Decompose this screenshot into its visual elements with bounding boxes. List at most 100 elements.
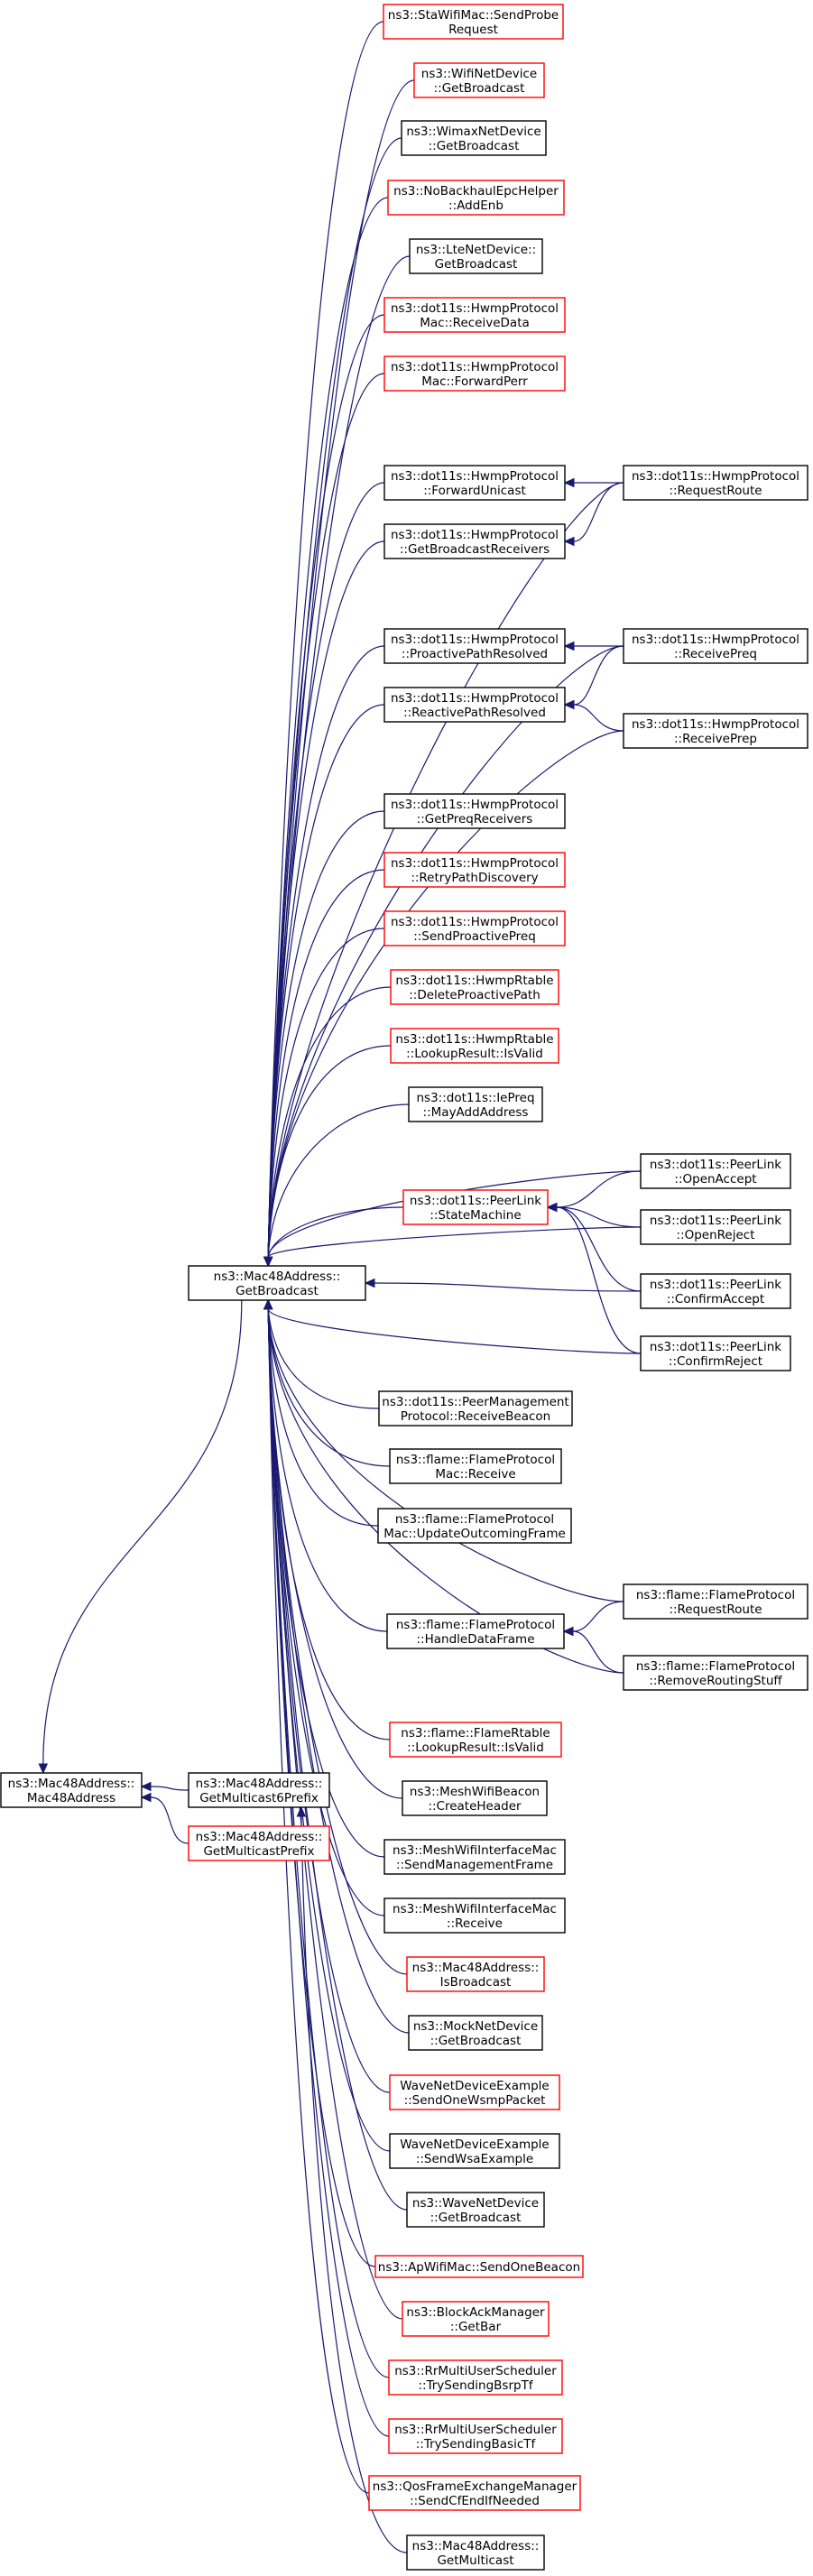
edge-line [267, 137, 402, 1258]
node-box [383, 465, 566, 501]
node-box [623, 628, 808, 664]
node-getBroadcast[interactable]: ns3::Mac48Address::GetBroadcast [188, 1265, 366, 1301]
edge-line [42, 1299, 243, 1765]
node-blockAckGetBar[interactable]: ns3::BlockAckManager::GetBar [402, 2301, 550, 2337]
node-peerLinkOpenAccept[interactable]: ns3::dot11s::PeerLink::OpenAccept [640, 1153, 791, 1189]
node-noBackhaulAddEnb[interactable]: ns3::NoBackhaulEpcHelper::AddEnb [387, 180, 565, 216]
node-flameRtableLookupIsValid[interactable]: ns3::flame::FlameRtable::LookupResult::I… [389, 1722, 562, 1758]
node-flameMacUpdateOutgoing[interactable]: ns3::flame::FlameProtocolMac::UpdateOutc… [377, 1508, 572, 1544]
node-label-line: ::SendCfEndIfNeeded [410, 2494, 540, 2508]
edge-arrowhead [263, 1298, 273, 1310]
node-wimaxGetBroadcast[interactable]: ns3::WimaxNetDevice::GetBroadcast [401, 120, 547, 156]
node-box [368, 2475, 581, 2511]
node-label-line: ::StateMachine [430, 1208, 521, 1223]
edge-line [267, 1308, 390, 2437]
node-hwmpRtableLookupIsValid[interactable]: ns3::dot11s::HwmpRtable::LookupResult::I… [390, 1028, 559, 1064]
node-label-line: ns3::Mac48Address:: [412, 2539, 540, 2553]
node-hwmpRequestRoute[interactable]: ns3::dot11s::HwmpProtocol::RequestRoute [623, 465, 808, 501]
node-label-line: ::SendOneWsmpPacket [404, 2093, 546, 2108]
node-hwmpMacForwardPerr[interactable]: ns3::dot11s::HwmpProtocolMac::ForwardPer… [383, 355, 566, 392]
node-box [383, 852, 566, 888]
node-peerLinkConfirmReject[interactable]: ns3::dot11s::PeerLink::ConfirmReject [640, 1335, 791, 1371]
node-peerLinkStateMachine[interactable]: ns3::dot11s::PeerLink::StateMachine [402, 1189, 549, 1225]
node-flameRequestRoute[interactable]: ns3::flame::FlameProtocol::RequestRoute [623, 1583, 808, 1620]
node-iePreqMayAdd[interactable]: ns3::dot11s::IePreq::MayAddAddress [408, 1086, 543, 1122]
node-box [188, 1825, 330, 1861]
node-label-line: GetMulticastPrefix [203, 1844, 314, 1859]
node-label-line: ns3::ApWifiMac::SendOneBeacon [378, 2260, 580, 2275]
node-label-line: ::AddEnb [448, 199, 504, 213]
edge-line [267, 1308, 403, 1799]
node-label-line: ns3::dot11s::PeerLink [650, 1340, 781, 1354]
node-flameRemoveRouting[interactable]: ns3::flame::FlameProtocol::RemoveRouting… [623, 1655, 808, 1691]
edge-getMulticast6Prefix-to-root [140, 1781, 189, 1792]
node-label-line: ::SendWsaExample [416, 2152, 533, 2166]
node-flameHandleDataFrame[interactable]: ns3::flame::FlameProtocol::HandleDataFra… [386, 1613, 565, 1649]
node-hwmpReceivePreq[interactable]: ns3::dot11s::HwmpProtocol::ReceivePreq [623, 628, 808, 664]
node-hwmpRtableDeleteProactive[interactable]: ns3::dot11s::HwmpRtable::DeleteProactive… [390, 969, 559, 1005]
node-hwmpSendProactivePreq[interactable]: ns3::dot11s::HwmpProtocol::SendProactive… [383, 910, 566, 946]
node-hwmpGetPreqReceivers[interactable]: ns3::dot11s::HwmpProtocol::GetPreqReceiv… [383, 793, 566, 829]
node-label-line: Mac::Receive [435, 1467, 515, 1482]
node-label-line: ns3::dot11s::HwmpProtocol [391, 856, 559, 871]
node-hwmpGetBroadcastReceivers[interactable]: ns3::dot11s::HwmpProtocol::GetBroadcastR… [383, 523, 566, 559]
node-hwmpForwardUnicast[interactable]: ns3::dot11s::HwmpProtocol::ForwardUnicas… [383, 465, 566, 501]
node-label-line: ns3::MockNetDevice [413, 2019, 538, 2034]
edge-line [267, 314, 385, 1258]
node-rrTrySendingBsrpTf[interactable]: ns3::RrMultiUserScheduler::TrySendingBsr… [388, 2359, 563, 2396]
edge-hwmpGetPreqReceivers-to-getBroadcast [263, 810, 385, 1268]
node-peerLinkConfirmAccept[interactable]: ns3::dot11s::PeerLink::ConfirmAccept [640, 1273, 791, 1309]
node-waveExSendOneWsmp[interactable]: WaveNetDeviceExample::SendOneWsmpPacket [389, 2074, 560, 2110]
node-label-line: ns3::dot11s::IePreq [416, 1091, 534, 1105]
node-hwmpRetryPathDiscovery[interactable]: ns3::dot11s::HwmpProtocol::RetryPathDisc… [383, 852, 566, 888]
node-waveGetBroadcast[interactable]: ns3::WaveNetDevice::GetBroadcast [406, 2192, 545, 2228]
node-mockGetBroadcast[interactable]: ns3::MockNetDevice::GetBroadcast [408, 2015, 543, 2051]
node-getMulticast[interactable]: ns3::Mac48Address::GetMulticast [406, 2534, 545, 2571]
node-label-line: ns3::dot11s::HwmpProtocol [391, 632, 559, 647]
node-label-line: ::RequestRoute [669, 1602, 762, 1617]
edge-line [150, 1796, 189, 1844]
node-hwmpReceivePrep[interactable]: ns3::dot11s::HwmpProtocol::ReceivePrep [623, 713, 808, 749]
edge-waveExSendOneWsmp-to-getBroadcast [263, 1298, 391, 2093]
node-label-line: ns3::MeshWifiInterfaceMac [393, 1902, 557, 1916]
node-rrTrySendingBasicTf[interactable]: ns3::RrMultiUserScheduler::TrySendingBas… [388, 2418, 563, 2454]
node-waveExSendWsa[interactable]: WaveNetDeviceExample::SendWsaExample [389, 2133, 560, 2169]
edge-hwmpReceivePrep-to-hwmpReactivePathResolved [563, 699, 624, 732]
edge-line [267, 1308, 624, 1674]
node-meshIfReceive[interactable]: ns3::MeshWifiInterfaceMac::Receive [383, 1897, 566, 1934]
node-label-line: ns3::dot11s::HwmpProtocol [391, 798, 559, 812]
node-hwmpMacReceiveData[interactable]: ns3::dot11s::HwmpProtocolMac::ReceiveDat… [383, 297, 566, 333]
node-isBroadcast[interactable]: ns3::Mac48Address::IsBroadcast [406, 1956, 545, 1992]
edge-line [374, 1282, 642, 1292]
node-getMulticast6Prefix[interactable]: ns3::Mac48Address::GetMulticast6Prefix [188, 1772, 330, 1808]
node-meshBeaconCreateHeader[interactable]: ns3::MeshWifiBeacon::CreateHeader [402, 1780, 548, 1816]
node-label-line: GetBroadcast [236, 1284, 319, 1298]
node-peerMgmtReceiveBeacon[interactable]: ns3::dot11s::PeerManagementProtocol::Rec… [378, 1390, 573, 1426]
node-getMulticastPrefix[interactable]: ns3::Mac48Address::GetMulticastPrefix [188, 1825, 330, 1861]
edge-peerLinkStateMachine-to-getBroadcast [263, 1206, 404, 1268]
node-box [623, 713, 808, 749]
edge-arrowhead [563, 477, 575, 488]
edge-line [267, 1308, 642, 1354]
node-box [383, 523, 566, 559]
node-apSendOneBeacon[interactable]: ns3::ApWifiMac::SendOneBeacon [374, 2255, 584, 2278]
edge-noBackhaulAddEnb-to-getBroadcast [263, 197, 389, 1268]
node-hwmpReactivePathResolved[interactable]: ns3::dot11s::HwmpProtocol::ReactivePathR… [383, 687, 566, 723]
edge-arrowhead [562, 1626, 574, 1637]
edge-line [267, 810, 385, 1258]
edge-line [556, 1206, 642, 1354]
node-hwmpProactivePathResolved[interactable]: ns3::dot11s::HwmpProtocol::ProactivePath… [383, 628, 566, 664]
node-peerLinkOpenReject[interactable]: ns3::dot11s::PeerLink::OpenReject [640, 1209, 791, 1245]
edge-qosSendCfEnd-to-getBroadcast [263, 1298, 370, 2494]
node-lteGetBroadcast[interactable]: ns3::LteNetDevice::GetBroadcast [409, 238, 543, 274]
node-box [389, 1722, 562, 1758]
node-wifiNetGetBroadcast[interactable]: ns3::WifiNetDevice::GetBroadcast [413, 62, 545, 98]
edge-arrowhead [563, 536, 575, 547]
node-qosSendCfEnd[interactable]: ns3::QosFrameExchangeManager::SendCfEndI… [368, 2475, 581, 2511]
node-root[interactable]: ns3::Mac48Address::Mac48Address [0, 1772, 143, 1808]
node-box [390, 969, 559, 1005]
edge-hwmpRequestRoute-to-hwmpForwardUnicast [563, 477, 624, 488]
node-meshIfSendMgmt[interactable]: ns3::MeshWifiInterfaceMac::SendManagemen… [383, 1839, 566, 1875]
